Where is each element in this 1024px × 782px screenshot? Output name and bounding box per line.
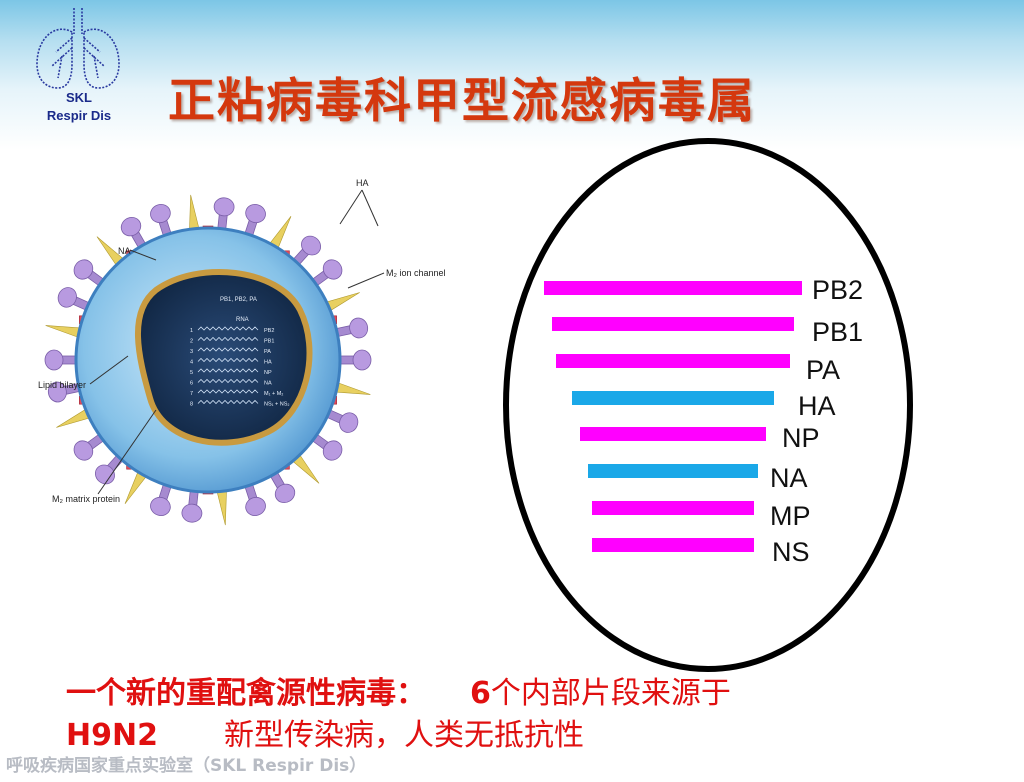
page-title: 正粘病毒科甲型流感病毒属 — [168, 74, 756, 129]
hemagglutinin-spike — [216, 488, 227, 526]
neuraminidase-spike — [335, 349, 372, 371]
internal-segment-source: 个内部片段来源于 — [490, 676, 731, 711]
ha-pointer — [339, 189, 363, 225]
segment-bar-mp — [592, 501, 754, 515]
segment-bar-np — [580, 427, 766, 441]
segment-label-pb1: PB1 — [812, 317, 864, 347]
rna-strand — [197, 326, 259, 331]
rna-segment-name: PA — [264, 349, 271, 355]
rna-segment-number: 6 — [190, 381, 193, 387]
matrix-core — [135, 269, 313, 446]
rna-strand — [197, 357, 259, 363]
novel-disease-note: 新型传染病，人类无抵抗性 — [223, 718, 584, 753]
segment-bar-ha — [572, 391, 774, 405]
reassortant-description: 一个新的重配禽源性病毒： 6个内部片段来源于 — [66, 668, 731, 712]
rna-segment-name: NP — [264, 370, 272, 376]
virion-svg: PB1, PB2, PA RNA 1 PB2 2 PB1 3 PA 4 HA 5 NP 6 NA 7 M₁… — [38, 178, 446, 526]
segment-label-pb2: PB2 — [812, 275, 864, 305]
lipid-pointer — [89, 355, 129, 385]
segment-label-na: NA — [770, 463, 808, 493]
influenza-virion-illustration: PB1, PB2, PA RNA 1 PB2 2 PB1 3 PA 4 HA 5 NP 6 NA 7 M₁… — [28, 160, 498, 530]
segment-bar-pa — [556, 354, 790, 368]
rna-segment-number: 5 — [190, 370, 193, 376]
segment-label-np: NP — [782, 423, 820, 453]
description-heading: 一个新的重配禽源性病毒： — [66, 676, 426, 711]
polymerase-label: PB1, PB2, PA — [220, 297, 257, 303]
segment-ellipse-svg — [503, 138, 913, 672]
rna-strand — [197, 399, 259, 405]
segment-label-mp: MP — [770, 501, 811, 531]
na-label: NA — [118, 246, 131, 256]
rna-segment-name: NS₁ + NS₂ — [264, 402, 290, 408]
lungs-icon — [36, 8, 120, 89]
rna-strand — [197, 368, 259, 373]
matrix-protein-label: M₂ matrix protein — [52, 494, 120, 504]
segment-label-ha: HA — [798, 391, 836, 421]
rna-segment-number: 3 — [190, 349, 193, 355]
virion-outline-ellipse — [503, 138, 913, 672]
segment-bar-na — [588, 464, 758, 478]
rna-label: RNA — [236, 317, 249, 323]
ha-pointer-2 — [361, 189, 379, 227]
reassortant-description-2: H9N2 新型传染病，人类无抵抗性 — [66, 710, 584, 754]
segment-label-ns: NS — [772, 537, 810, 567]
hemagglutinin-spike — [333, 381, 371, 395]
segment-bar-pb1 — [552, 317, 794, 331]
rna-segment-number: 7 — [190, 391, 193, 397]
internal-segment-count: 6 — [470, 676, 491, 711]
logo-text-skl: SKL — [66, 90, 92, 105]
rna-segment-name: NA — [264, 381, 272, 387]
ha-label: HA — [356, 178, 369, 188]
rna-strand — [197, 336, 259, 342]
rna-strand — [197, 347, 259, 352]
m2-pointer — [347, 272, 385, 289]
hemagglutinin-spike — [45, 325, 83, 339]
hemagglutinin-spike — [189, 194, 200, 232]
rna-strand — [197, 378, 259, 384]
m2-channel-label: M₂ ion channel — [386, 268, 446, 278]
na-pointer — [129, 249, 157, 261]
lipid-bilayer-label: Lipid bilayer — [38, 380, 86, 390]
rna-segment-list: 1 PB2 2 PB1 3 PA 4 HA 5 NP 6 NA 7 M₁ + M₂ 8 NS₁ + NS₂ — [190, 326, 290, 408]
matrix-pointer — [97, 409, 157, 495]
segment-label-pa: PA — [806, 355, 841, 385]
rna-segment-name: HA — [264, 360, 272, 366]
h9n2-subtype: H9N2 — [66, 718, 158, 753]
rna-segment-name: PB1 — [264, 339, 274, 345]
rna-segment-number: 4 — [190, 360, 193, 366]
rna-strand — [197, 389, 259, 394]
skl-logo: SKL Respir Dis — [24, 4, 134, 128]
rna-segment-number: 8 — [190, 402, 193, 408]
rna-segment-number: 1 — [190, 328, 193, 334]
footer-institution: 呼吸疾病国家重点实验室（SKL Respir Dis） — [6, 756, 367, 776]
segment-bar-ns — [592, 538, 754, 552]
logo-text-respir-dis: Respir Dis — [46, 108, 112, 123]
neuraminidase-spike — [44, 349, 81, 371]
rna-segment-number: 2 — [190, 339, 193, 345]
rna-segment-name: M₁ + M₂ — [264, 391, 283, 397]
segment-bar-pb2 — [544, 281, 802, 295]
rna-segment-name: PB2 — [264, 328, 274, 334]
